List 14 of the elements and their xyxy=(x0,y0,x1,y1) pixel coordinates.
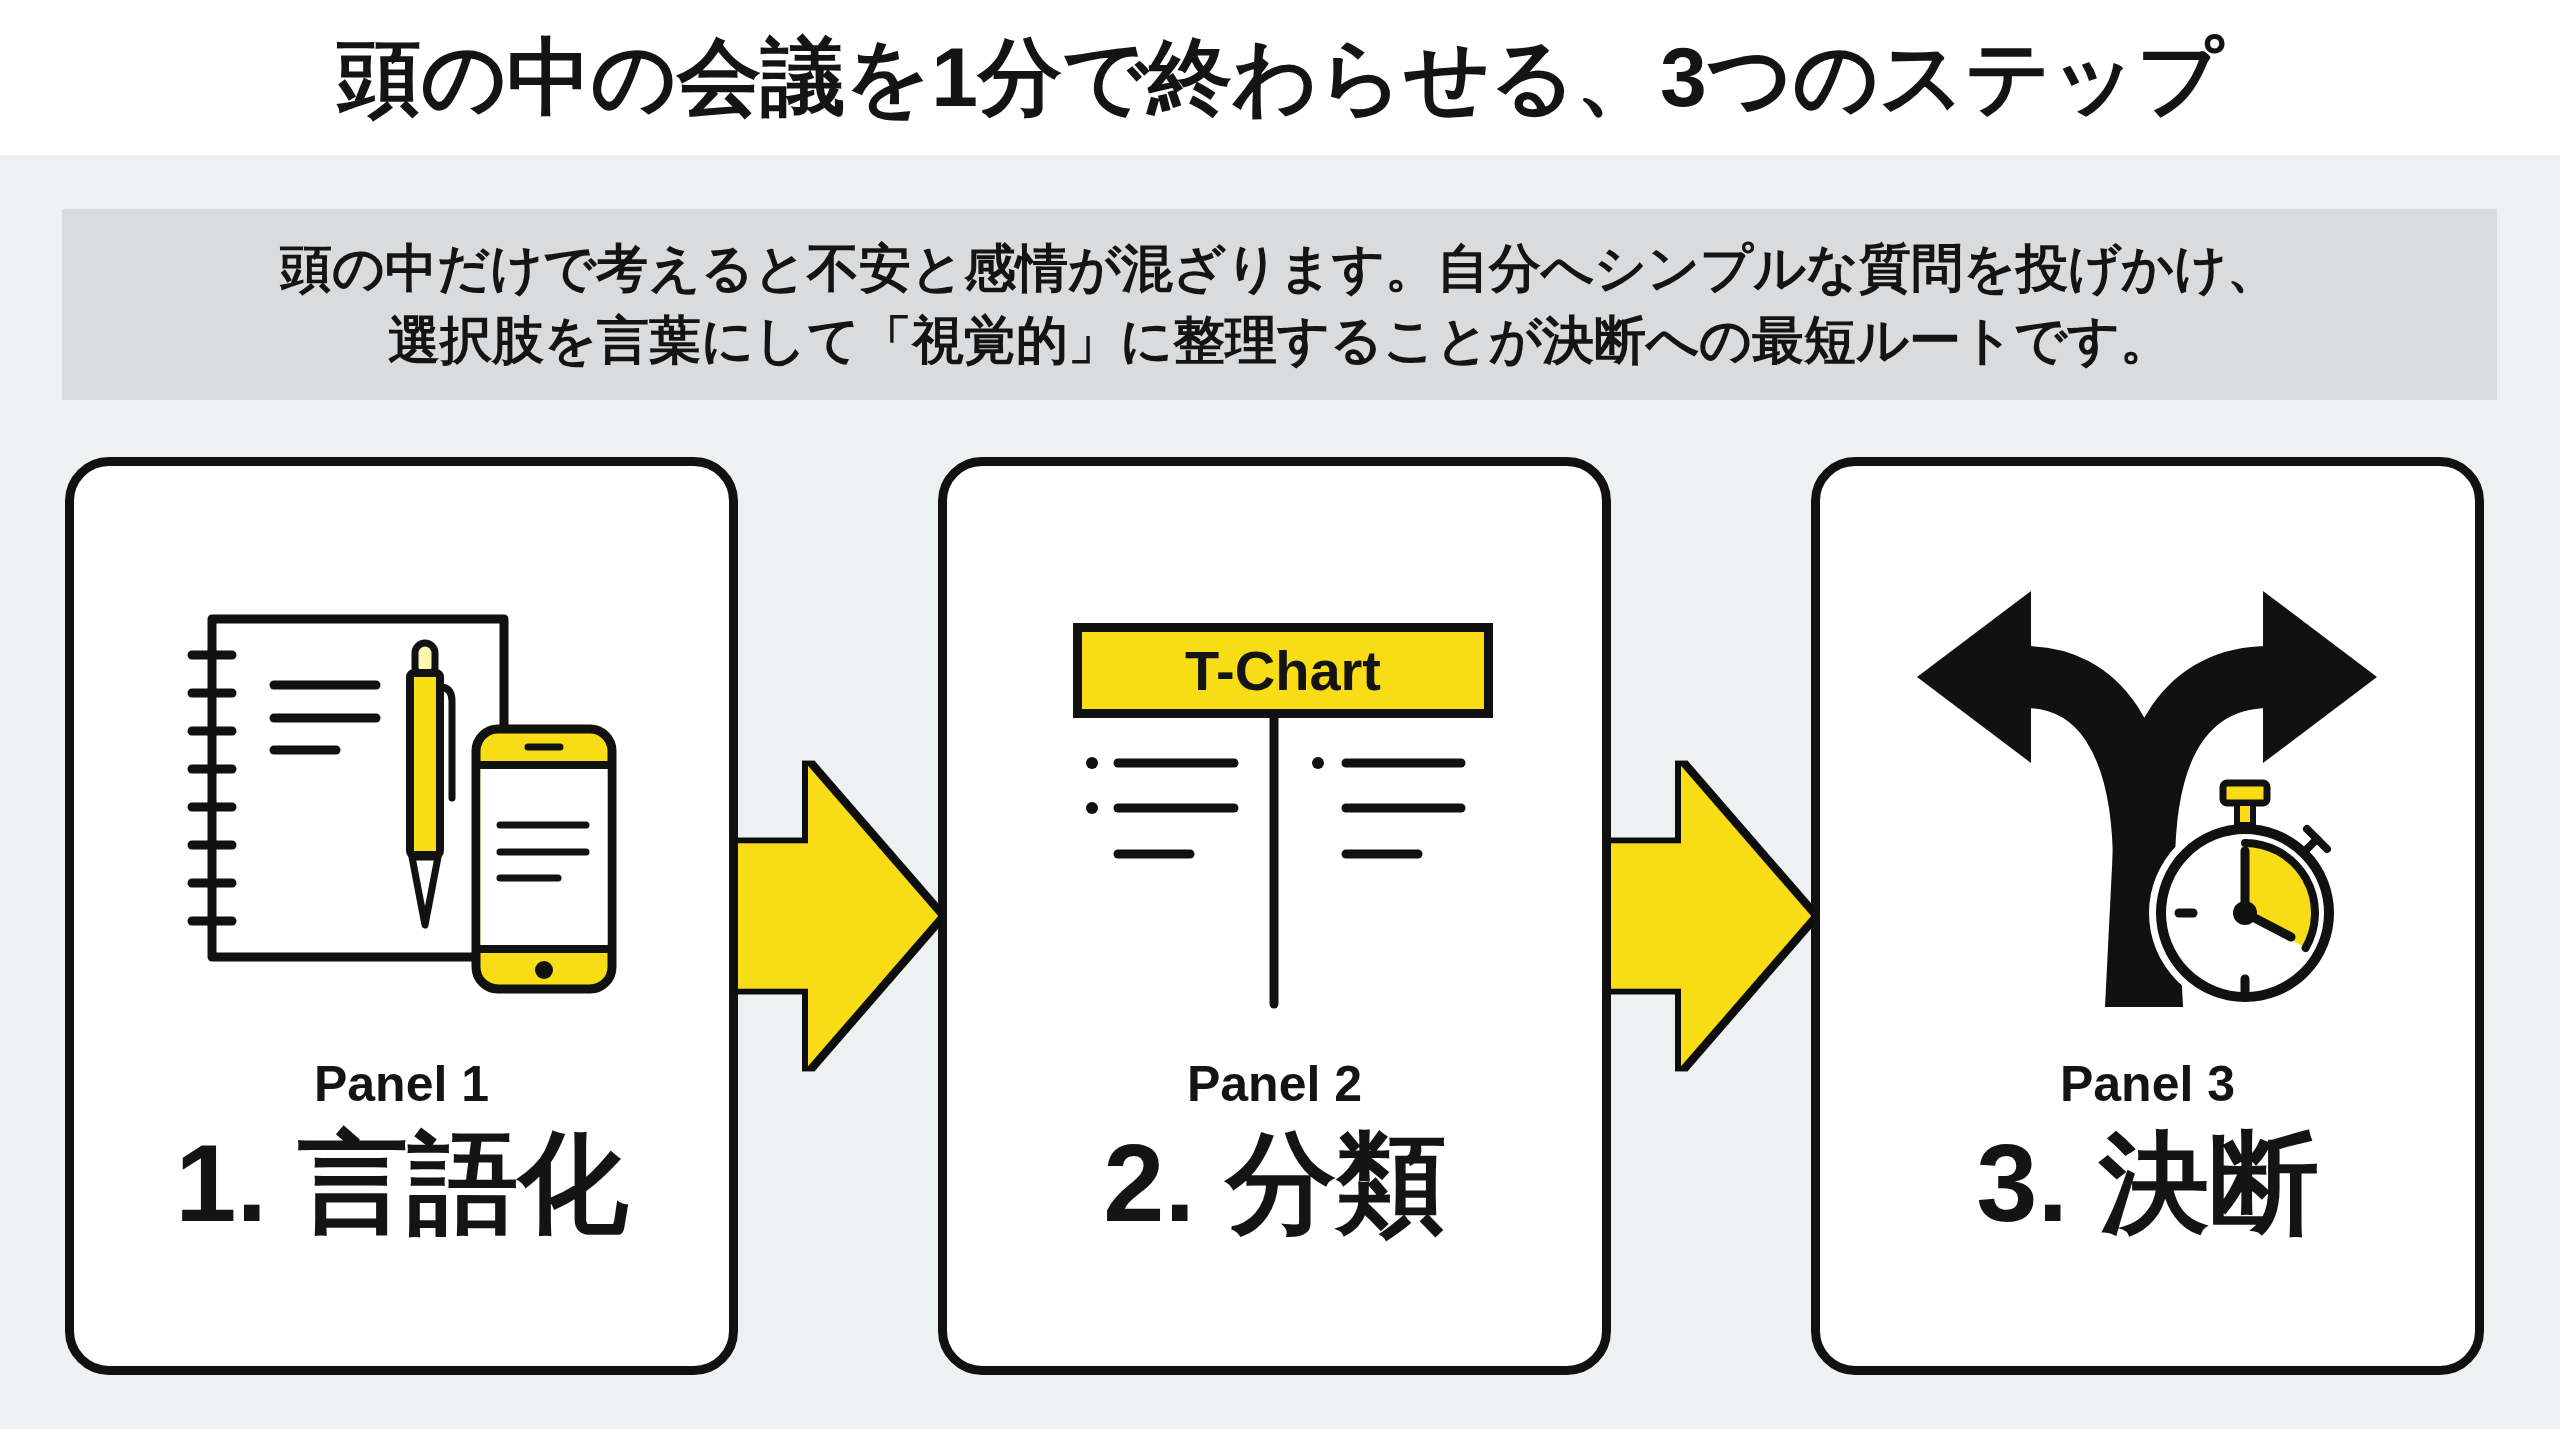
step-title: 2. 分類 xyxy=(1103,1120,1446,1246)
block-arrow xyxy=(1611,766,1811,1066)
panel-label: Panel 3 xyxy=(2059,1055,2236,1114)
step-panel xyxy=(1811,457,2484,1375)
title: 頭の中の会議を1分で終わらせる、3つのステップ xyxy=(337,29,2223,127)
t-chart-header: T-Chart xyxy=(1073,623,1493,718)
panel-label: Panel 2 xyxy=(1186,1055,1363,1114)
step-title: 1. 言語化 xyxy=(175,1120,628,1246)
step-title: 3. 決断 xyxy=(1976,1120,2319,1246)
block-arrow xyxy=(738,766,938,1066)
summary-text: 頭の中だけで考えると不安と感情が混ざります。自分へシンプルな質問を投げかけ、選択肢を言葉にして「視覚的」に整理することが決断への最短ルートです。 xyxy=(279,237,2280,371)
step-panel xyxy=(65,457,738,1375)
panel-label: Panel 1 xyxy=(313,1055,490,1114)
step-panel xyxy=(938,457,1611,1375)
